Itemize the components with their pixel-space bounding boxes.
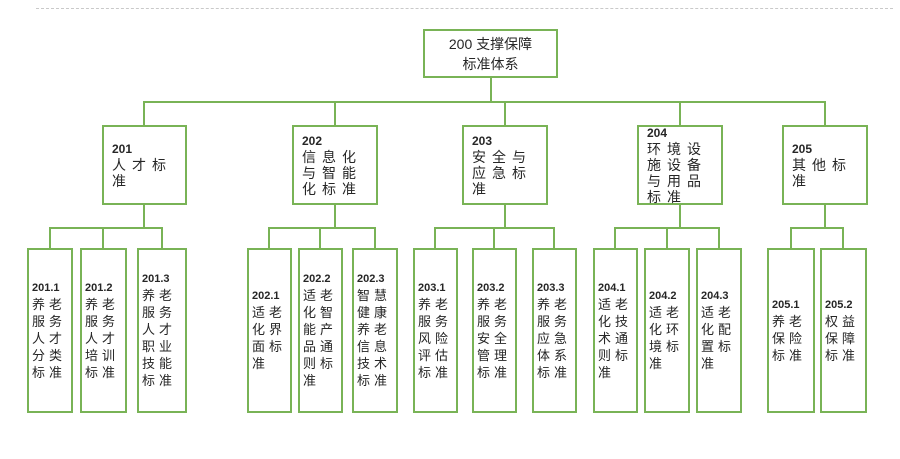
node-201-2-id: 201.2	[85, 281, 113, 294]
connector-line	[679, 101, 681, 126]
node-204-3: 204.3 适老化配置标准	[696, 248, 742, 413]
connector-line	[161, 227, 163, 249]
node-201-id: 201	[112, 142, 133, 156]
connector-line	[49, 227, 163, 229]
node-203-1: 203.1 养老服务风险评估标准	[413, 248, 458, 413]
node-202-1-title: 适老化界面标准	[252, 305, 287, 371]
page-break-dashed-line	[36, 8, 893, 9]
node-201-3: 201.3 养老服务人才职业技能标准	[137, 248, 187, 413]
node-201: 201 人才标准	[102, 125, 187, 205]
node-203-3-title: 养老服务应急体系标准	[537, 296, 572, 380]
node-205-2-title: 权益保障标准	[825, 313, 860, 363]
node-205-title: 其他标准	[792, 157, 852, 189]
node-204-2: 204.2 适老化环境标准	[644, 248, 690, 413]
connector-line	[49, 227, 51, 249]
node-202-3: 202.3 智慧健康养老信息技术标准	[352, 248, 398, 413]
node-202: 202 信息化与智能化标准	[292, 125, 378, 205]
node-203-1-title: 养老服务风险评估标准	[418, 296, 453, 380]
node-203-id: 203	[472, 134, 493, 148]
connector-line	[319, 227, 321, 249]
connector-line	[842, 227, 844, 249]
connector-line	[490, 77, 492, 103]
node-203: 203 安全与应急标准	[462, 125, 548, 205]
node-205-1-id: 205.1	[772, 298, 800, 311]
node-202-2-title: 适老化智能产品通则标准	[303, 288, 338, 388]
node-202-3-title: 智慧健康养老信息技术标准	[357, 288, 392, 388]
node-201-title: 人才标准	[112, 157, 172, 189]
connector-line	[679, 204, 681, 229]
connector-line	[718, 227, 720, 249]
connector-line	[504, 204, 506, 229]
node-202-2-id: 202.2	[303, 273, 331, 285]
node-203-2-id: 203.2	[477, 281, 505, 294]
node-201-2: 201.2 养老服务人才培训标准	[80, 248, 127, 413]
node-203-3: 203.3 养老服务应急体系标准	[532, 248, 577, 413]
connector-line	[143, 204, 145, 229]
node-205-1: 205.1 养老保险标准	[767, 248, 815, 413]
node-204-id: 204	[647, 126, 668, 140]
node-202-1-id: 202.1	[252, 290, 280, 302]
node-202-id: 202	[302, 134, 323, 148]
connector-line	[824, 101, 826, 126]
connector-line	[493, 227, 495, 249]
node-205-2: 205.2 权益保障标准	[820, 248, 867, 413]
node-201-3-title: 养老服务人才职业技能标准	[142, 288, 177, 388]
node-203-2: 203.2 养老服务安全管理标准	[472, 248, 517, 413]
node-203-1-id: 203.1	[418, 281, 446, 294]
node-203-2-title: 养老服务安全管理标准	[477, 296, 512, 380]
connector-line	[790, 227, 844, 229]
node-201-3-id: 201.3	[142, 273, 170, 285]
node-201-1-title: 养老服务人才分类标准	[32, 296, 67, 380]
node-200-root: 200 支撑保障 标准体系	[423, 29, 558, 78]
node-204-1-id: 204.1	[598, 281, 626, 294]
node-204-2-title: 适老化环境标准	[649, 305, 684, 371]
connector-line	[614, 227, 616, 249]
connector-line	[102, 227, 104, 249]
connector-line	[504, 101, 506, 126]
node-204-title: 环境设施设备与用品标准	[647, 141, 707, 205]
connector-line	[143, 101, 826, 103]
connector-line	[824, 204, 826, 229]
node-201-2-title: 养老服务人才培训标准	[85, 296, 120, 380]
node-204-3-title: 适老化配置标准	[701, 305, 736, 371]
node-205-1-title: 养老保险标准	[772, 313, 807, 363]
node-204-2-id: 204.2	[649, 290, 677, 302]
node-202-1: 202.1 适老化界面标准	[247, 248, 292, 413]
node-202-3-id: 202.3	[357, 273, 385, 285]
node-204-1-title: 适老化技术通则标准	[598, 296, 633, 380]
node-205-id: 205	[792, 142, 813, 156]
node-200-label-line1: 200 支撑保障	[448, 35, 533, 52]
connector-line	[334, 204, 336, 229]
node-204-3-id: 204.3	[701, 290, 729, 302]
node-203-3-id: 203.3	[537, 281, 565, 294]
node-201-1: 201.1 养老服务人才分类标准	[27, 248, 73, 413]
connector-line	[268, 227, 270, 249]
connector-line	[374, 227, 376, 249]
node-201-1-id: 201.1	[32, 281, 60, 294]
connector-line	[434, 227, 436, 249]
node-200-label-line2: 标准体系	[462, 55, 519, 72]
connector-line	[790, 227, 792, 249]
node-205-2-id: 205.2	[825, 298, 853, 311]
node-205: 205 其他标准	[782, 125, 868, 205]
connector-line	[334, 101, 336, 126]
node-202-title: 信息化与智能化标准	[302, 149, 362, 197]
connector-line	[666, 227, 668, 249]
node-204: 204 环境设施设备与用品标准	[637, 125, 723, 205]
connector-line	[268, 227, 376, 229]
node-202-2: 202.2 适老化智能产品通则标准	[298, 248, 343, 413]
connector-line	[553, 227, 555, 249]
connector-line	[143, 101, 145, 126]
node-204-1: 204.1 适老化技术通则标准	[593, 248, 638, 413]
node-203-title: 安全与应急标准	[472, 149, 532, 197]
